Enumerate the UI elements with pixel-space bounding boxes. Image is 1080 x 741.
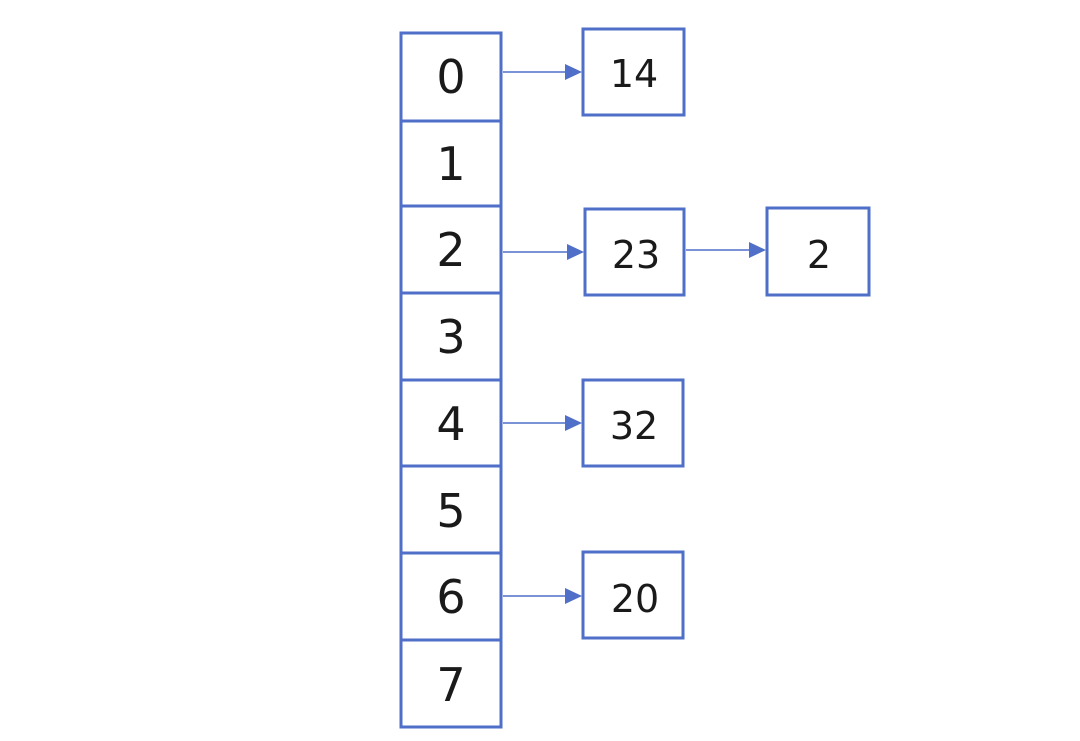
bucket-label: 4: [436, 397, 465, 451]
arrow: [686, 242, 766, 258]
chain-node: 14: [581, 27, 686, 117]
arrow: [503, 64, 582, 80]
bucket-0: 0: [399, 31, 503, 123]
node-value: 23: [612, 233, 660, 277]
arrow: [503, 588, 582, 604]
bucket-label: 1: [436, 137, 465, 191]
node-box: [581, 27, 686, 117]
arrow: [503, 415, 582, 431]
node-value: 20: [611, 577, 659, 621]
bucket-box: [399, 119, 503, 208]
chain-bucket-2: 23 2: [503, 206, 871, 297]
node-box: [581, 378, 685, 468]
node-value: 2: [807, 233, 831, 277]
bucket-3: 3: [399, 291, 503, 382]
node-value: 32: [610, 404, 658, 448]
bucket-6: 6: [399, 551, 503, 642]
bucket-7: 7: [399, 638, 503, 729]
bucket-box: [399, 291, 503, 382]
bucket-2: 2: [399, 204, 503, 295]
bucket-label: 7: [436, 658, 465, 712]
chain-bucket-4: 32: [503, 378, 685, 468]
chain-bucket-6: 20: [503, 550, 685, 640]
chain-node: 20: [581, 550, 685, 640]
node-box: [765, 206, 871, 297]
bucket-label: 3: [436, 310, 465, 364]
bucket-box: [399, 638, 503, 729]
arrow: [503, 244, 584, 260]
bucket-box: [399, 31, 503, 123]
bucket-4: 4: [399, 378, 503, 468]
chain-bucket-0: 14: [503, 27, 686, 117]
bucket-5: 5: [399, 464, 503, 555]
chain-node: 2: [765, 206, 871, 297]
bucket-label: 0: [436, 50, 465, 104]
chain-node: 32: [581, 378, 685, 468]
bucket-label: 6: [436, 570, 465, 624]
node-box: [583, 207, 686, 297]
chain-node: 23: [583, 207, 686, 297]
node-box: [581, 550, 685, 640]
bucket-array: 0 1 2 3 4 5 6: [399, 31, 503, 729]
bucket-label: 2: [436, 223, 465, 277]
bucket-1: 1: [399, 119, 503, 208]
bucket-label: 5: [436, 484, 465, 538]
bucket-box: [399, 464, 503, 555]
node-value: 14: [610, 52, 658, 96]
